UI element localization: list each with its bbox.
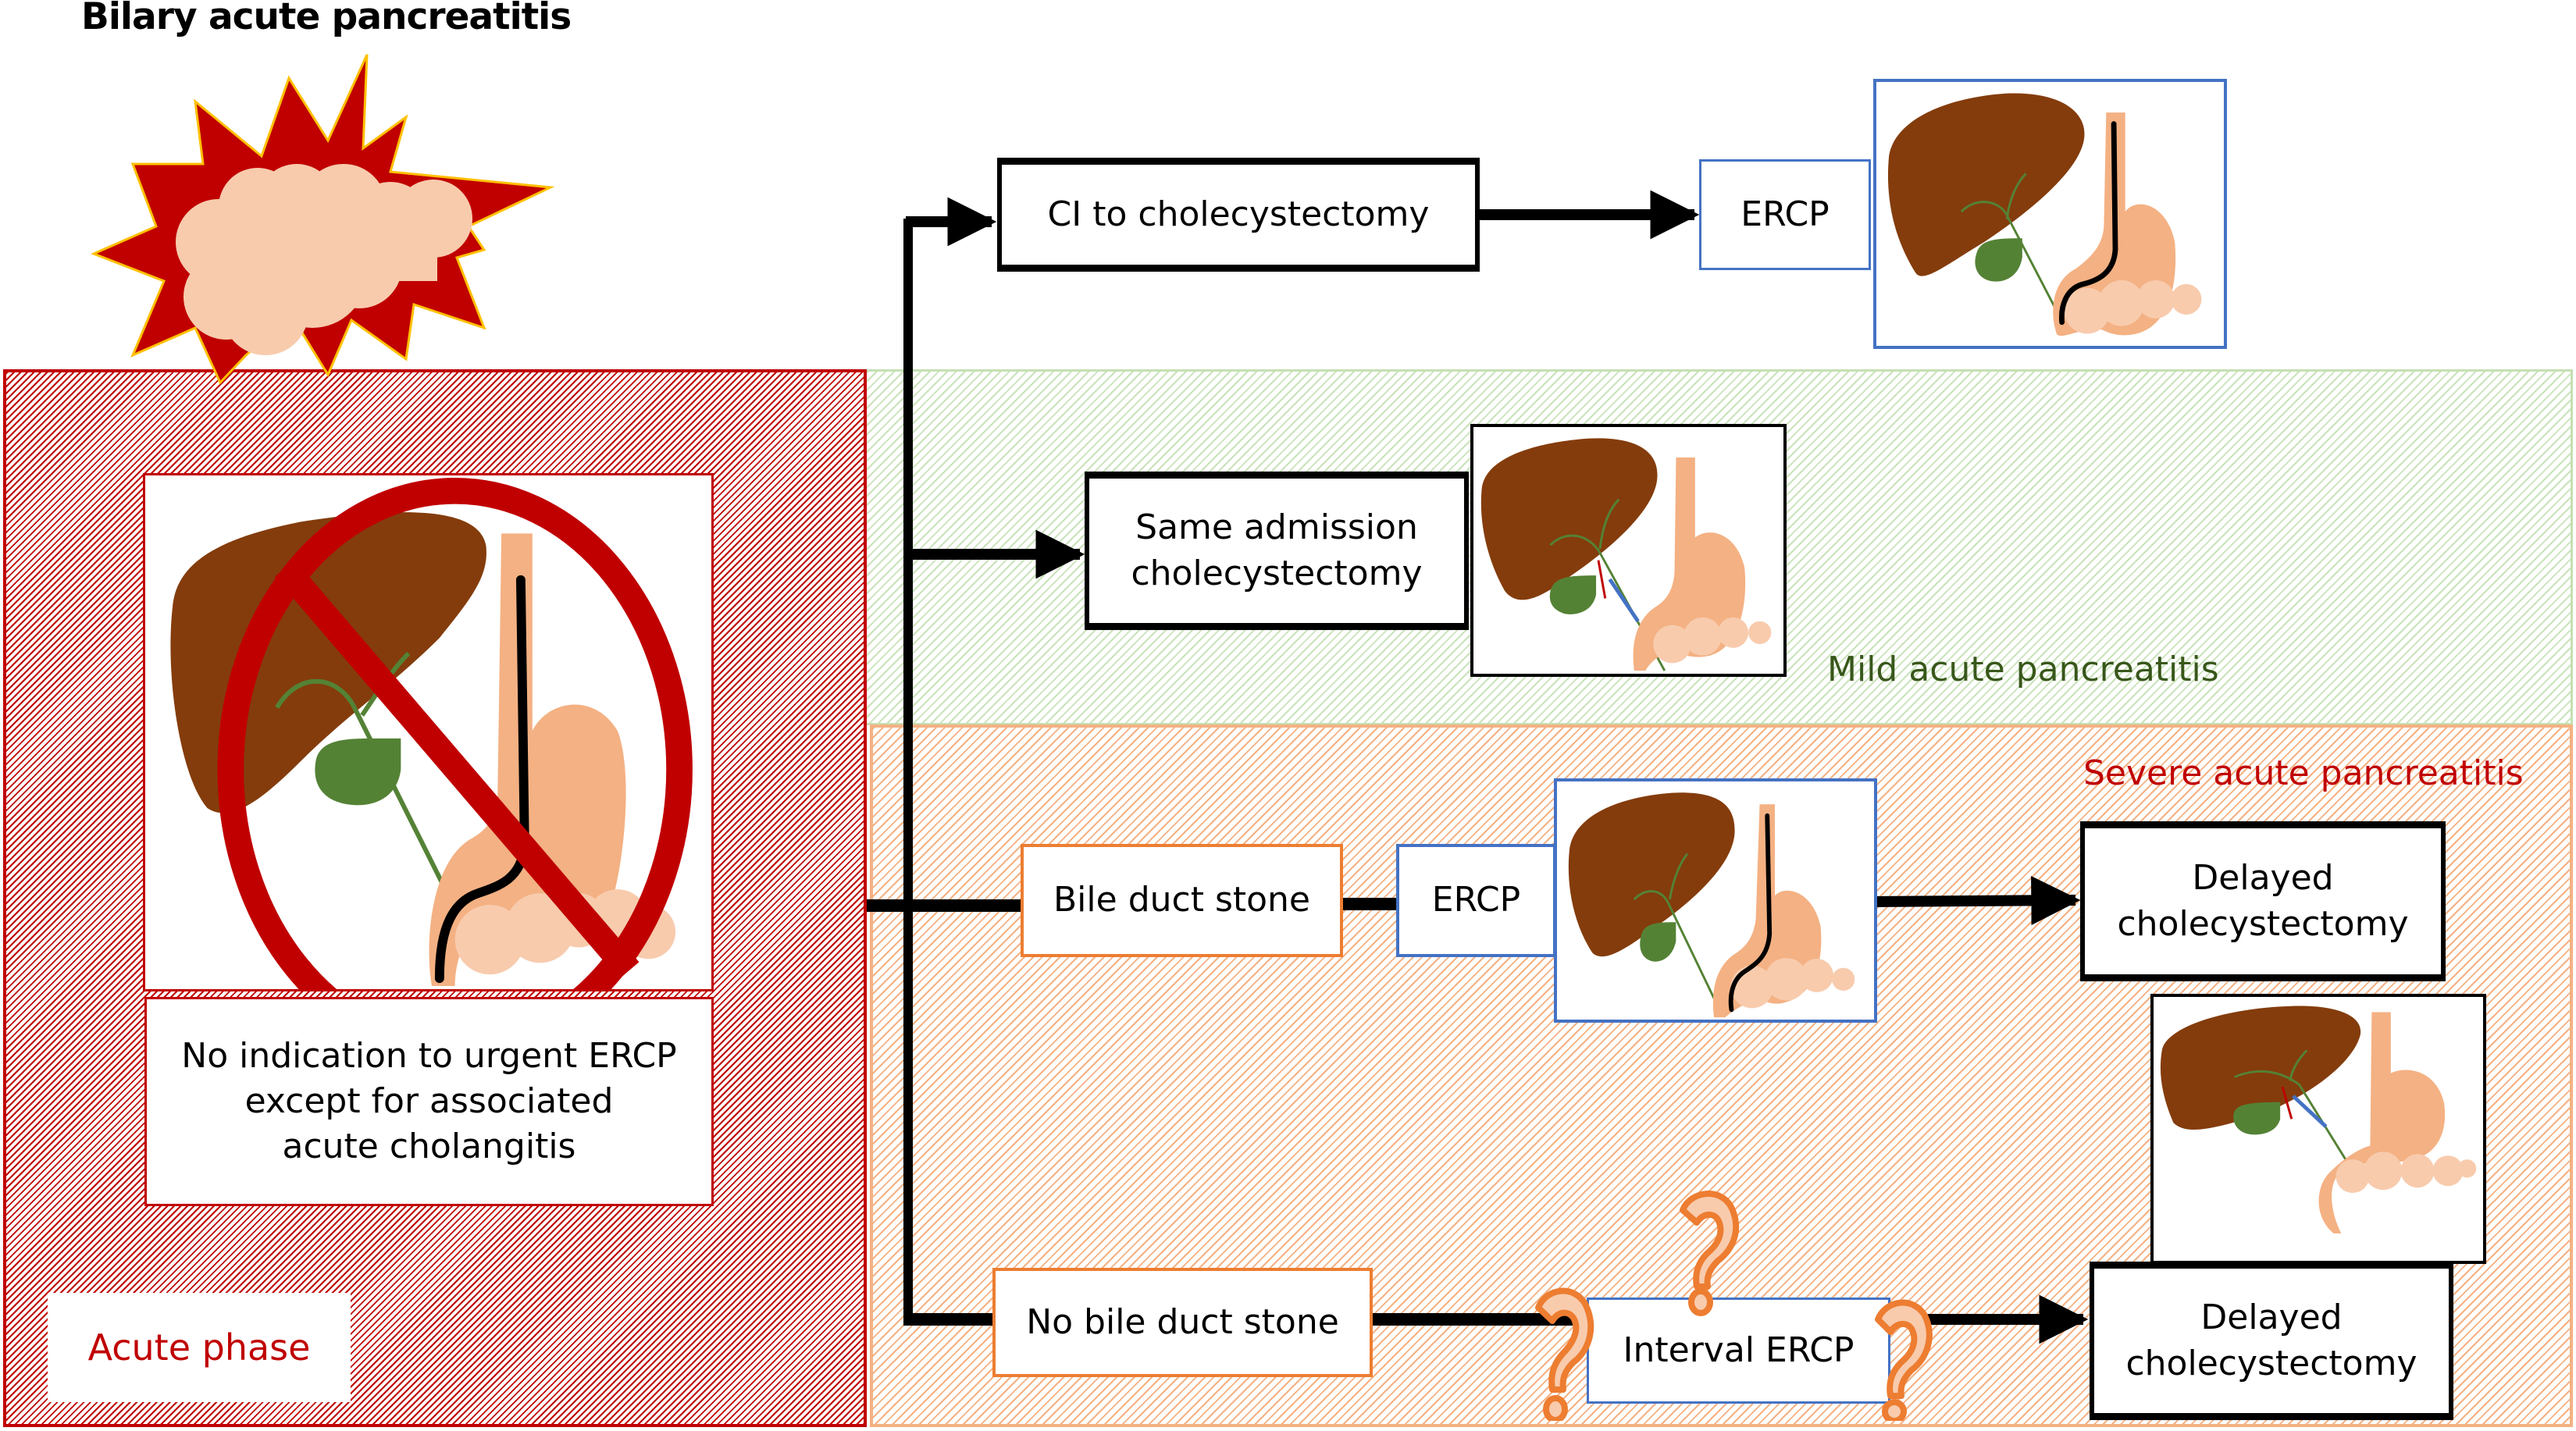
delayed-2-line-2: cholecystectomy: [2125, 1343, 2417, 1383]
prohibited-sign-slash: [274, 559, 640, 980]
same-admission-line-2: cholecystectomy: [1131, 553, 1423, 593]
no-urgent-ercp-note: No indication to urgent ERCP except for …: [144, 997, 714, 1206]
delayed-2-line-1: Delayed: [2200, 1298, 2343, 1338]
bile-duct: [275, 678, 458, 910]
cholecystectomy-anatomy-illustration: [1470, 424, 1787, 677]
gallbladder-shape: [315, 738, 401, 806]
question-mark-icon: [1535, 1287, 1594, 1393]
diagram-title: Bilary acute pancreatitis: [81, 0, 572, 38]
no-bile-duct-stone-node: No bile duct stone: [992, 1268, 1373, 1377]
same-admission-cholecystectomy-node: Same admission cholecystectomy: [1085, 472, 1469, 630]
question-mark-dot: [1688, 1288, 1713, 1316]
no-urgent-ercp-line-1: No indication to urgent ERCP: [181, 1035, 677, 1076]
delayed-cholecystectomy-node-2: Delayed cholecystectomy: [2090, 1262, 2453, 1420]
no-bile-duct-stone-label: No bile duct stone: [1026, 1301, 1339, 1342]
no-urgent-ercp-line-2: except for associated: [244, 1080, 614, 1121]
question-mark-icon: [1875, 1299, 1933, 1399]
cholecystectomy-anatomy-icon: [2160, 1006, 2477, 1233]
ci-cholecystectomy-node: CI to cholecystectomy: [997, 158, 1480, 272]
endoscope-icon: [1728, 813, 1773, 1013]
severe-pancreatitis-label: Severe acute pancreatitis: [2083, 753, 2524, 793]
question-mark-icon: [1680, 1191, 1740, 1290]
mild-pancreatitis-label: Mild acute pancreatitis: [1827, 650, 2219, 689]
same-admission-line-1: Same admission: [1135, 507, 1418, 548]
bile-duct-stone-node: Bile duct stone: [1021, 844, 1343, 957]
pancreas-shape: [176, 164, 472, 355]
endoscope-icon: [2059, 121, 2118, 326]
prohibited-ercp-anatomy-icon: [170, 478, 693, 989]
ercp-anatomy-illustration-top: [1873, 79, 2227, 349]
ercp-anatomy-illustration-mid: [1554, 778, 1877, 1023]
delayed-1-line-1: Delayed: [2192, 858, 2334, 899]
no-urgent-ercp-line-3: acute cholangitis: [282, 1127, 576, 1167]
inflamed-pancreas-starburst-icon: [91, 54, 555, 385]
question-mark-dot: [1543, 1395, 1568, 1421]
delayed-cholecystectomy-node-1: Delayed cholecystectomy: [2080, 821, 2446, 981]
ercp-top-node: ERCP: [1699, 159, 1871, 270]
delayed-1-line-2: cholecystectomy: [2117, 903, 2409, 944]
bile-duct-stone-label: Bile duct stone: [1053, 880, 1310, 920]
acute-phase-label: Acute phase: [48, 1293, 351, 1402]
question-mark-dot: [1882, 1399, 1907, 1421]
endoscope-icon: [434, 575, 529, 984]
cholecystectomy-anatomy-illustration-2: [2150, 994, 2486, 1264]
ercp-mid-node: ERCP: [1396, 844, 1556, 957]
interval-ercp-node: Interval ERCP: [1587, 1298, 1890, 1404]
ercp-mid-label: ERCP: [1431, 880, 1521, 920]
liver-shape: [170, 512, 486, 813]
ercp-top-label: ERCP: [1740, 194, 1830, 234]
cholecystectomy-anatomy-icon: [1480, 438, 1772, 671]
interval-ercp-label: Interval ERCP: [1623, 1330, 1855, 1370]
uncertainty-question-marks: [1535, 1191, 1933, 1421]
ci-cholecystectomy-label: CI to cholecystectomy: [1047, 194, 1430, 234]
prohibited-sign-circle: [217, 478, 693, 989]
liver-gallbladder-endoscope-icon: [1568, 792, 1855, 1018]
liver-gallbladder-endoscope-icon: [1887, 93, 2202, 336]
no-urgent-ercp-illustration: [143, 473, 714, 991]
